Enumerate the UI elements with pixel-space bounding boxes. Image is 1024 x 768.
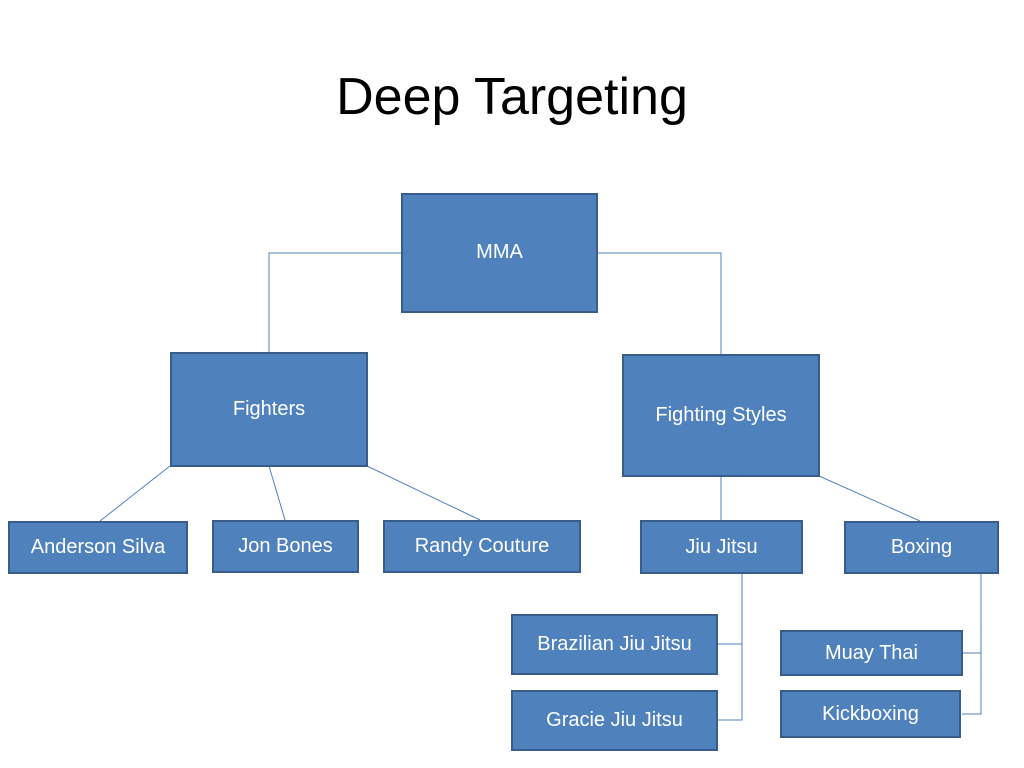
node-boxing: Boxing	[844, 521, 999, 574]
node-randy-couture: Randy Couture	[383, 520, 581, 573]
edge-jiu-jitsu-brazilian	[717, 573, 743, 645]
slide-title: Deep Targeting	[336, 68, 688, 126]
edge-fighters-jon-bones	[268, 465, 286, 521]
node-brazilian-jiu-jitsu: Brazilian Jiu Jitsu	[511, 614, 718, 675]
node-jon-bones: Jon Bones	[212, 520, 359, 573]
node-fighters: Fighters	[170, 352, 368, 467]
edge-boxing-kickboxing	[962, 653, 982, 715]
edge-boxing-muay-thai	[962, 573, 982, 654]
edge-fighters-randy-couture	[366, 465, 481, 521]
node-kickboxing: Kickboxing	[780, 690, 961, 738]
edge-fighters-anderson-silva	[99, 465, 171, 522]
edge-fighting-styles-boxing	[818, 475, 921, 522]
edge-root-fighters	[268, 252, 401, 352]
node-jiu-jitsu: Jiu Jitsu	[640, 520, 803, 574]
edge-jiu-jitsu-gracie	[717, 644, 743, 721]
node-mma: MMA	[401, 193, 598, 313]
node-gracie-jiu-jitsu: Gracie Jiu Jitsu	[511, 690, 718, 751]
node-muay-thai: Muay Thai	[780, 630, 963, 676]
node-anderson-silva: Anderson Silva	[8, 521, 188, 574]
edge-root-fighting-styles	[597, 252, 722, 354]
node-fighting-styles: Fighting Styles	[622, 354, 820, 477]
